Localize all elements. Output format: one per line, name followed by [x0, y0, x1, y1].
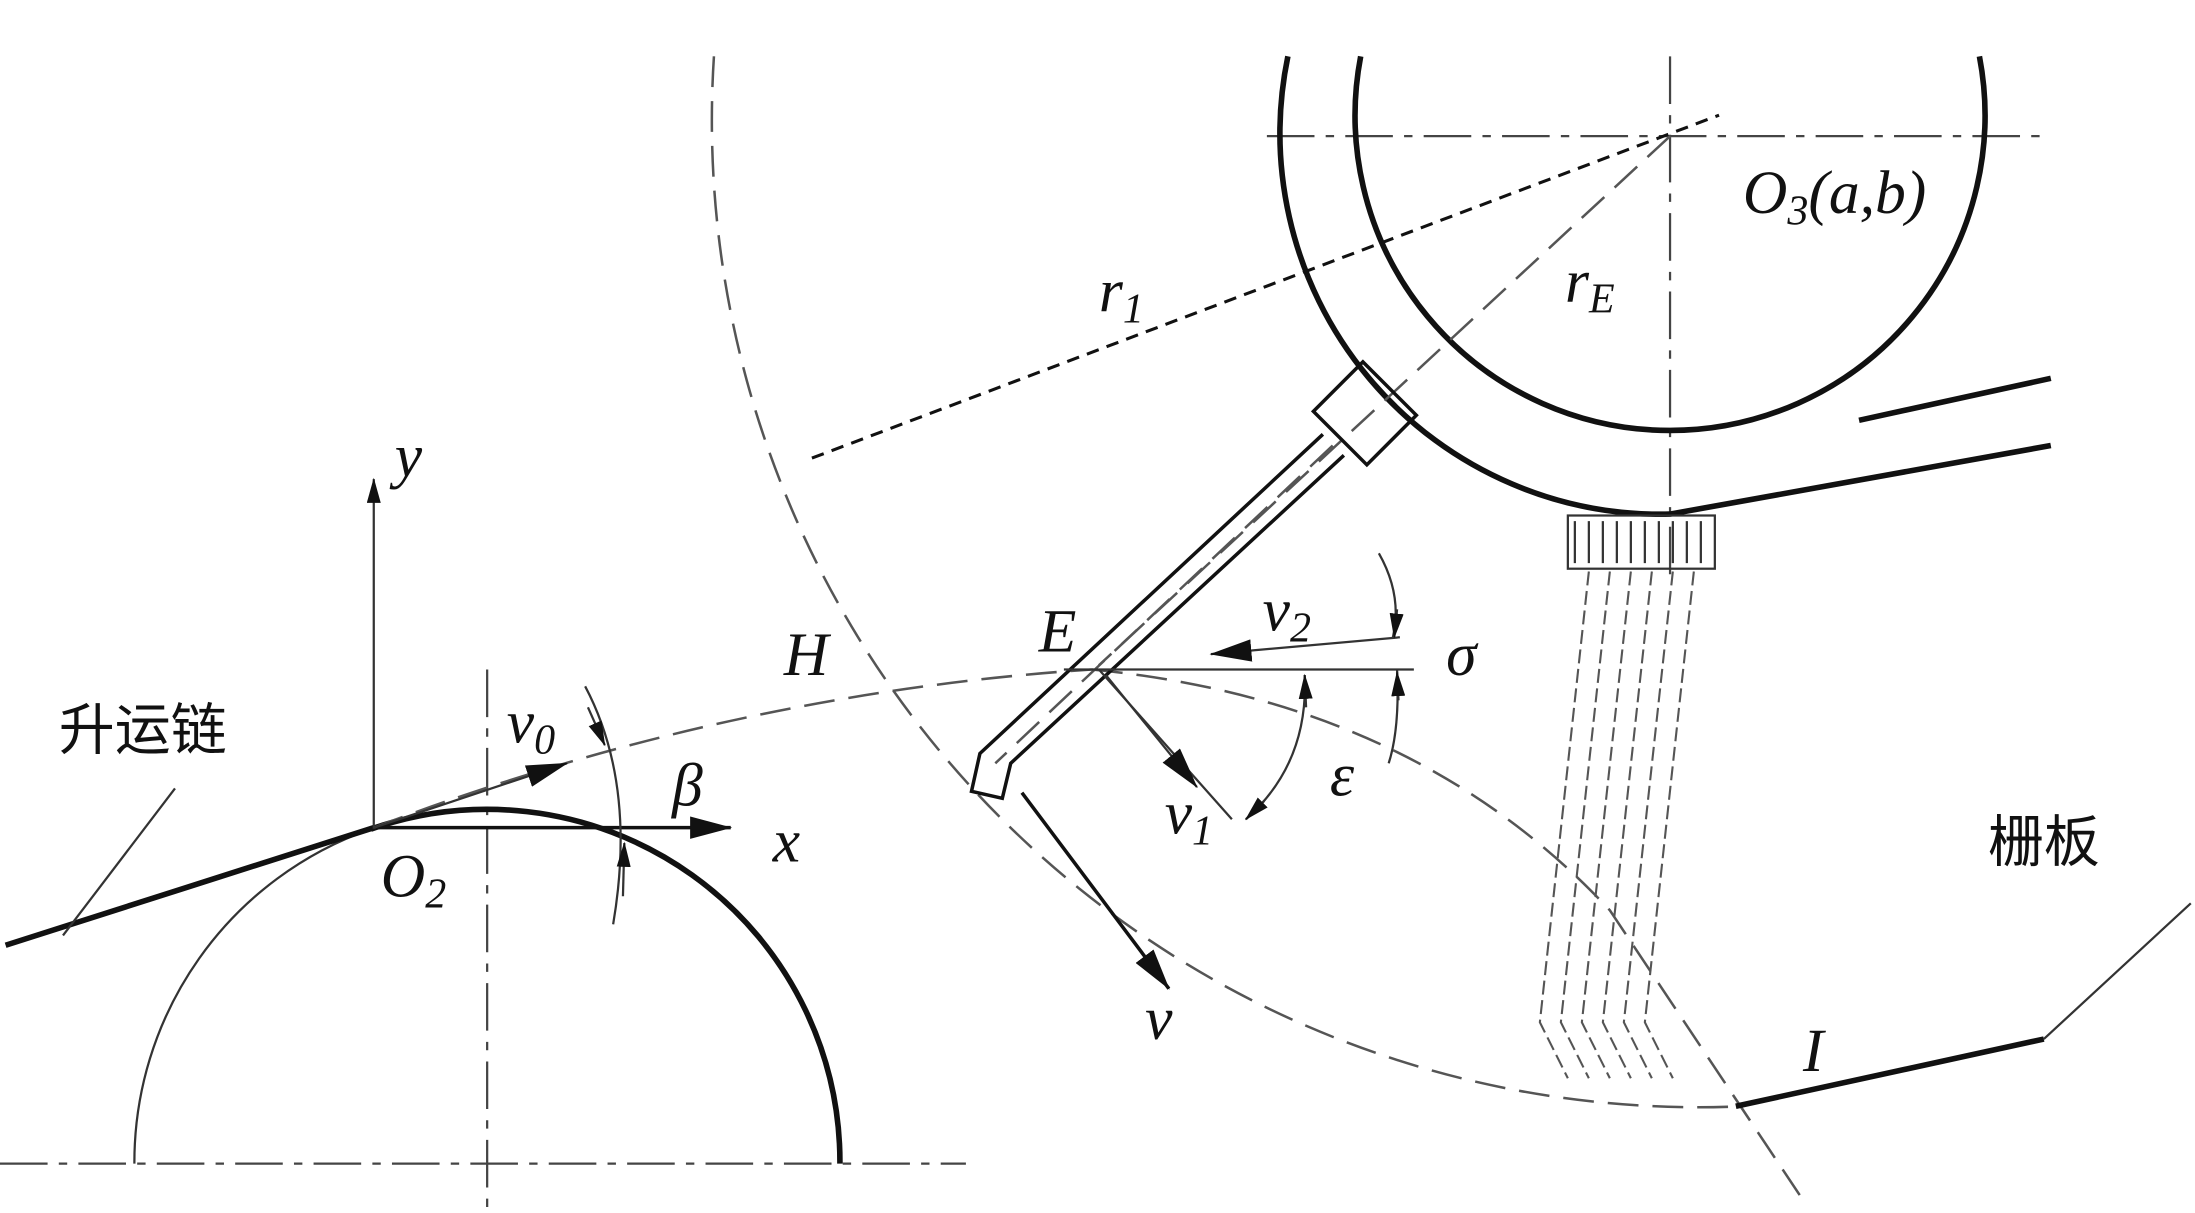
beta-arrowhead-bottom	[616, 841, 631, 897]
lower-sprocket	[0, 669, 966, 1213]
drum-outer-circle	[1277, 55, 2052, 517]
label-x-axis: x	[772, 807, 800, 875]
arm-block	[1310, 359, 1419, 468]
brush-head	[1566, 514, 1716, 570]
epsilon-arrowhead	[1391, 670, 1406, 701]
brush-bristles	[1538, 571, 1695, 1079]
label-v2: v2	[1263, 576, 1311, 651]
grate-leader-line	[2043, 902, 2192, 1040]
angle-arrowhead-up	[1298, 673, 1313, 708]
label-re: rE	[1565, 247, 1615, 322]
chain-leader-line	[62, 787, 176, 937]
sigma-arrowhead	[1389, 609, 1404, 639]
beta-arrowhead-top	[586, 706, 606, 747]
label-o3: O3(a,b)	[1743, 159, 1926, 234]
radius-r1-line	[811, 113, 1720, 460]
label-v: v	[1145, 985, 1173, 1053]
brush-ribs	[1573, 521, 1702, 564]
label-v0: v0	[507, 688, 555, 763]
label-y-axis: y	[389, 422, 423, 490]
label-h: H	[783, 621, 832, 689]
v-arrow	[1020, 791, 1171, 990]
arm	[969, 359, 1419, 801]
angle-arrowhead-down	[1244, 797, 1268, 821]
label-beta: β	[671, 751, 703, 819]
v0-arrow	[373, 762, 569, 829]
label-v1: v1	[1165, 779, 1213, 854]
v2-arrow	[1209, 636, 1400, 662]
throw-trajectory	[373, 668, 1092, 829]
drum-belt-line	[1858, 375, 2052, 424]
arm-rod-centerline	[994, 444, 1334, 765]
sprocket-chain-arc	[370, 806, 843, 1164]
label-sigma: σ	[1446, 621, 1479, 689]
label-epsilon: ε	[1330, 741, 1355, 809]
label-e: E	[1038, 597, 1077, 665]
grate-plate	[1735, 1036, 2045, 1109]
angle-arc-v1	[1245, 675, 1307, 821]
label-grate: 栅板	[1988, 810, 2100, 875]
beta-angle-arc	[584, 685, 622, 925]
upper-drum	[811, 55, 2052, 667]
label-r1: r1	[1099, 257, 1144, 332]
elevator-chain-line	[4, 825, 375, 948]
label-o2: O2	[381, 842, 446, 917]
particle-trajectory	[1091, 668, 1807, 1205]
epsilon-angle-arc	[1387, 669, 1399, 764]
drum-inner-circle	[1352, 55, 1988, 434]
arm-rod	[969, 433, 1346, 801]
label-i: I	[1802, 1017, 1826, 1085]
v1-arrow	[1105, 674, 1198, 789]
sigma-angle-arc	[1377, 552, 1397, 638]
label-chain: 升运链	[59, 698, 227, 763]
sprocket-thin-arc	[133, 828, 372, 1164]
radius-r1-arc	[710, 56, 1743, 1109]
brush	[1538, 514, 1716, 1079]
